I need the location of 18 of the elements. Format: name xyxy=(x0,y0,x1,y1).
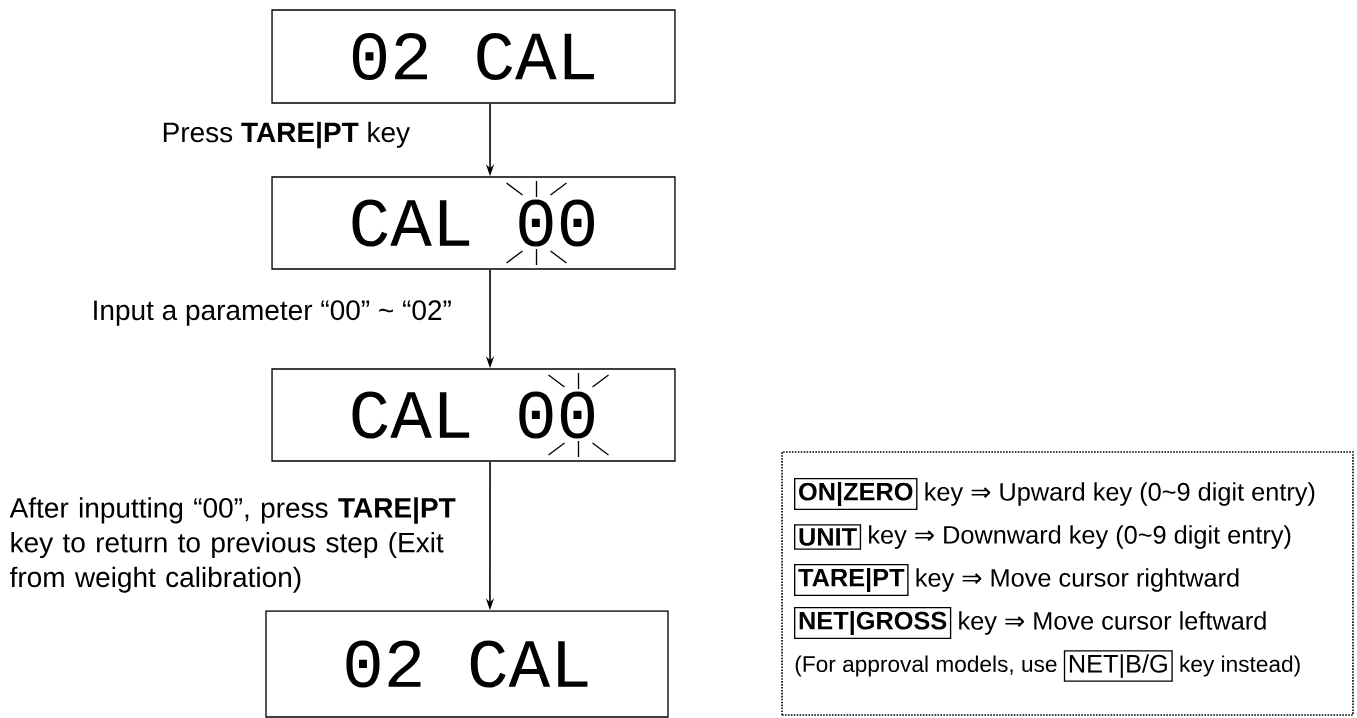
note-text: (For approval models, use xyxy=(795,655,1057,677)
key-description: key ⇒ Move cursor rightward xyxy=(916,568,1239,592)
key-box: UNIT xyxy=(794,524,862,550)
display-box: 02 CAL xyxy=(265,610,669,718)
edge-label: Press TARE|PT key xyxy=(160,120,412,150)
display-box: CAL 00 xyxy=(271,176,676,270)
note-text: key instead) xyxy=(1180,655,1300,677)
display-box: CAL 00 xyxy=(271,368,676,462)
edge-label: After inputting “00”, press TARE|PT key to return to previous step (Exit from weight calibration) xyxy=(8,495,473,595)
key-box: TARE|PT xyxy=(794,564,909,596)
key-box: NET|B/G xyxy=(1063,650,1173,682)
display-box: 02 CAL xyxy=(271,9,676,104)
key-box: ON|ZERO xyxy=(794,478,918,510)
edge-label: Input a parameter “00” ~ “02” xyxy=(90,299,454,327)
key-description: key ⇒ Upward key (0~9 digit entry) xyxy=(925,482,1315,506)
key-description: key ⇒ Downward key (0~9 digit entry) xyxy=(869,525,1291,549)
key-box: NET|GROSS xyxy=(794,607,952,639)
key-description: key ⇒ Move cursor leftward xyxy=(959,611,1266,635)
